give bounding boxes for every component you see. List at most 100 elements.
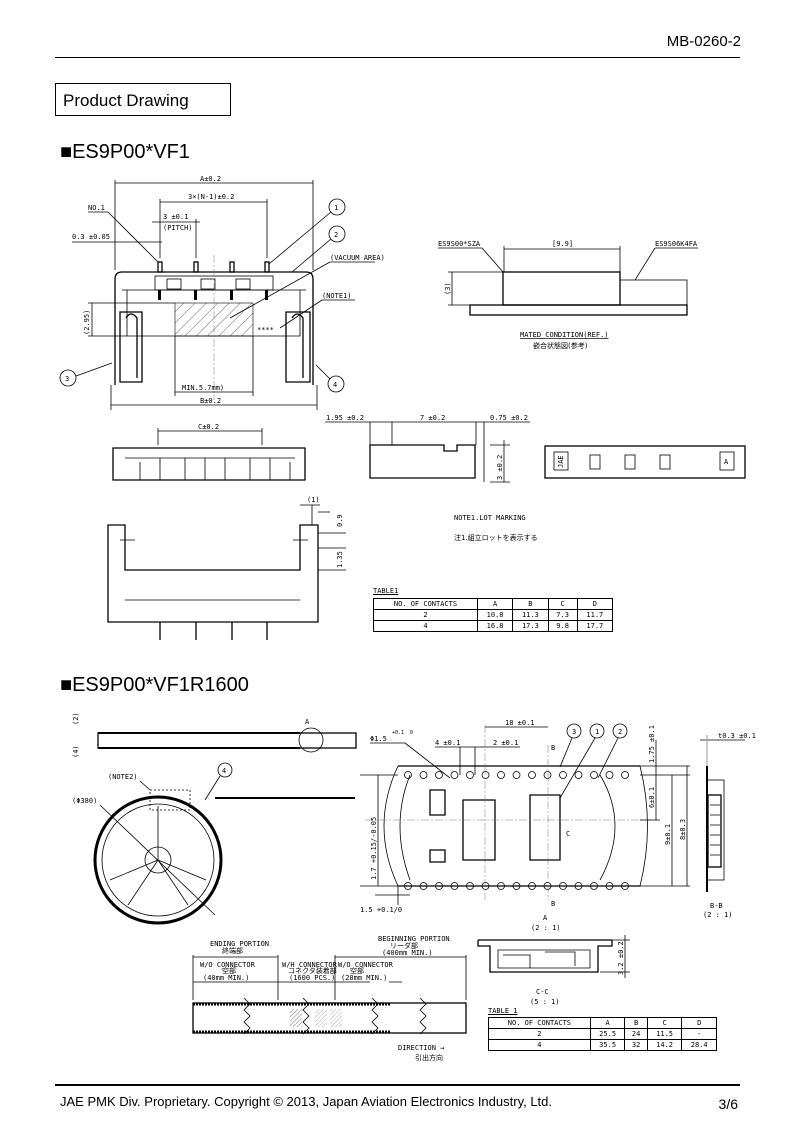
section-b-top: B <box>551 744 555 752</box>
cc-label: C-C <box>536 988 549 996</box>
dim-side-2: 7 ±0.2 <box>420 414 445 422</box>
dim-b: B±0.2 <box>200 397 221 405</box>
sprocket-hole <box>481 882 490 890</box>
sprocket-hole <box>543 882 552 890</box>
sprocket-hole <box>497 771 505 779</box>
dim-side-3: 0.75 ±0.2 <box>490 414 528 422</box>
wo-connector-1-len: (40mm MIN.) <box>203 974 249 982</box>
mated-height: (3) <box>444 282 452 295</box>
a-mark: A <box>724 458 729 466</box>
svg-text:4: 4 <box>333 381 337 389</box>
footer-copyright: JAE PMK Div. Proprietary. Copyright © 20… <box>60 1094 553 1109</box>
document-number: MB-0260-2 <box>666 33 741 50</box>
sprocket-hole <box>466 882 474 890</box>
cc-height: 3.2 ±0.2 <box>617 941 625 975</box>
sprocket-hole <box>528 882 536 890</box>
beginning-portion-jp: リーダ部 <box>390 941 418 950</box>
dim-span: 3×(N-1)±0.2 <box>188 193 234 201</box>
dim-1-7: 1.7 +0.15/-0.05 <box>370 817 378 880</box>
sprocket-hole <box>450 882 459 890</box>
wh-connector: W/H CONNECTOR <box>282 961 338 969</box>
section-title-vf1r1600: ■ES9P00*VF1R1600 <box>60 674 249 696</box>
detail-a-label: A <box>305 718 310 726</box>
dim-2-95: (2.95) <box>83 310 91 335</box>
sprocket-hole <box>512 771 521 779</box>
pitch-note: (PITCH) <box>163 224 193 232</box>
svg-text:1: 1 <box>595 728 599 736</box>
direction-label-jp: 引出方向 <box>415 1053 443 1062</box>
mated-left-part: ES9S00*SZA <box>438 240 481 248</box>
dim-pin-width: 0.3 ±0.05 <box>72 233 110 241</box>
table2-caption: TABLE 1 <box>488 1007 518 1015</box>
hole-diameter: Φ1.5 <box>370 735 387 743</box>
mated-width: [9.9] <box>552 240 573 248</box>
bb-section-drawing: t0.3 ±0.1 B-B (2 : 1) <box>700 732 756 919</box>
page-number: 3/6 <box>718 1096 738 1112</box>
dim-a: A±0.2 <box>200 175 221 183</box>
jae-mark: JAE <box>557 455 565 468</box>
reel-callout: 4 <box>222 767 226 775</box>
reel-drawing: A (2) (4) (NOTE2) (Φ380) 4 <box>72 712 357 925</box>
side-view-drawing: 1.95 ±0.2 7 ±0.2 0.75 ±0.2 3 ±0.2 <box>325 414 530 483</box>
sprocket-hole <box>605 771 614 779</box>
dim-9: 9±0.1 <box>664 824 672 845</box>
svg-text:2: 2 <box>618 728 622 736</box>
sprocket-hole <box>419 771 428 779</box>
header-divider <box>55 57 740 58</box>
sprocket-hole <box>543 771 552 779</box>
sprocket-hole <box>528 771 536 779</box>
beginning-portion: BEGINNING PORTION <box>378 935 450 943</box>
section-c: C <box>566 830 570 838</box>
sprocket-hole <box>466 771 474 779</box>
wo-connector-1-jp: 空部 <box>222 966 236 975</box>
bb-label: B-B <box>710 902 723 910</box>
bb-scale: (2 : 1) <box>703 911 733 919</box>
sprocket-hole <box>481 771 490 779</box>
sprocket-hole <box>435 771 443 779</box>
table1-caption: TABLE1 <box>373 587 399 595</box>
section-b-bottom: B <box>551 900 555 908</box>
svg-text:3: 3 <box>65 375 69 383</box>
wo-connector-1: W/O CONNECTOR <box>200 961 256 969</box>
dim-0-9: 0.9 <box>336 514 344 527</box>
dim-side-height: 3 ±0.2 <box>496 455 504 480</box>
tape-layout-drawing: BEGINNING PORTION リーダ部 (400mm MIN.) ENDI… <box>192 935 467 1062</box>
dim-1-35: 1.35 <box>336 551 344 568</box>
wo-connector-2-len: (20mm MIN.) <box>341 974 387 982</box>
dim-1-75: 1.75 ±0.1 <box>648 725 656 763</box>
dim-pitch: 3 ±0.1 <box>163 213 188 221</box>
tape-callout-2: 2 <box>597 723 628 779</box>
dim-6: 6±0.1 <box>648 787 656 808</box>
pin-1-label: NO.1 <box>88 204 105 212</box>
sprocket-hole <box>404 771 412 779</box>
dim-2: 2 ±0.1 <box>493 739 518 747</box>
mated-condition-drawing: ES9S00*SZA [9.9] ES9S06K4FA (3) MATED CO… <box>438 240 698 350</box>
note1-label: (NOTE1) <box>322 292 352 300</box>
note2-label: (NOTE2) <box>108 773 138 781</box>
dim-8: 8±0.3 <box>679 819 687 840</box>
sprocket-hole <box>574 771 583 779</box>
sprocket-hole <box>574 882 583 890</box>
ending-portion: ENDING PORTION <box>210 940 269 948</box>
dim-side-1: 1.95 ±0.2 <box>326 414 364 422</box>
dim-min-width: MIN.5.7mm) <box>182 384 224 392</box>
reel-dim-top: (2) <box>72 712 80 725</box>
tape-callout-3: 3 <box>559 723 582 768</box>
sprocket-hole <box>497 882 505 890</box>
sprocket-hole <box>559 882 567 890</box>
dim-4: 4 ±0.1 <box>435 739 460 747</box>
sprocket-hole <box>590 882 598 890</box>
thickness-dim: t0.3 ±0.1 <box>718 732 756 740</box>
sprocket-hole <box>419 882 428 890</box>
mated-right-part: ES9S06K4FA <box>655 240 698 248</box>
note1-text: NOTE1.LOT MARKING <box>454 514 526 522</box>
cc-section-drawing: 3.2 ±0.2 C-C (5 : 1) <box>477 935 630 1006</box>
